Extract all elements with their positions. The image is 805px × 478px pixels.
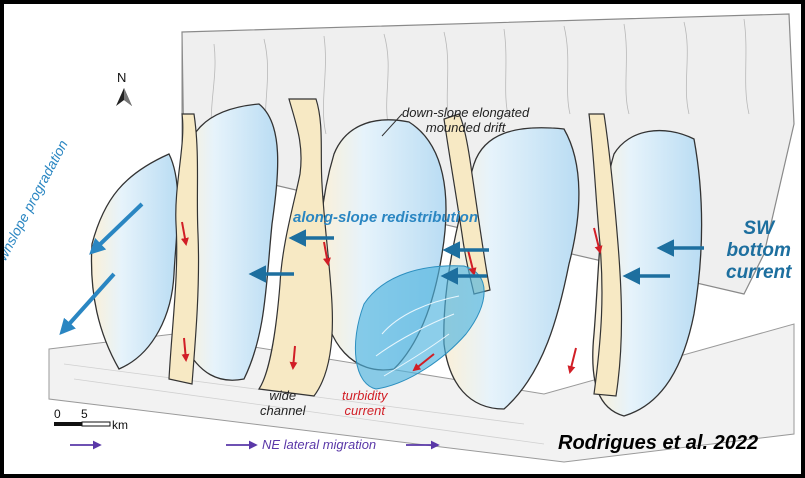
sw-bottom-current-label: SW bottom current	[726, 218, 791, 284]
wide-channel-line2: channel	[260, 403, 306, 418]
diagram-frame: N down-slope elongated mounded drift dow…	[4, 4, 801, 474]
drift-label-line2: mounded drift	[402, 120, 529, 135]
wide-channel-label: wide channel	[260, 388, 306, 418]
scale-unit-label: km	[112, 418, 128, 432]
sw-label-line2: bottom	[726, 240, 791, 262]
citation-label: Rodrigues et al. 2022	[558, 432, 758, 455]
scale-bar	[54, 422, 110, 426]
north-label: N	[117, 70, 126, 85]
north-arrow-icon	[116, 88, 132, 106]
drift-label: down-slope elongated mounded drift	[402, 105, 529, 135]
wide-channel-line1: wide	[260, 388, 306, 403]
drift-label-line1: down-slope elongated	[402, 105, 529, 120]
turbidity-line2: current	[342, 403, 388, 418]
sw-label-line3: current	[726, 262, 791, 284]
sw-label-line1: SW	[726, 218, 791, 240]
scale-five-label: 5	[81, 407, 88, 421]
along-slope-redistribution-label: along-slope redistribution	[293, 209, 478, 226]
ne-lateral-migration-label: NE lateral migration	[262, 437, 376, 452]
turbidity-current-label: turbidity current	[342, 388, 388, 418]
scale-zero-label: 0	[54, 407, 61, 421]
turbidity-line1: turbidity	[342, 388, 388, 403]
